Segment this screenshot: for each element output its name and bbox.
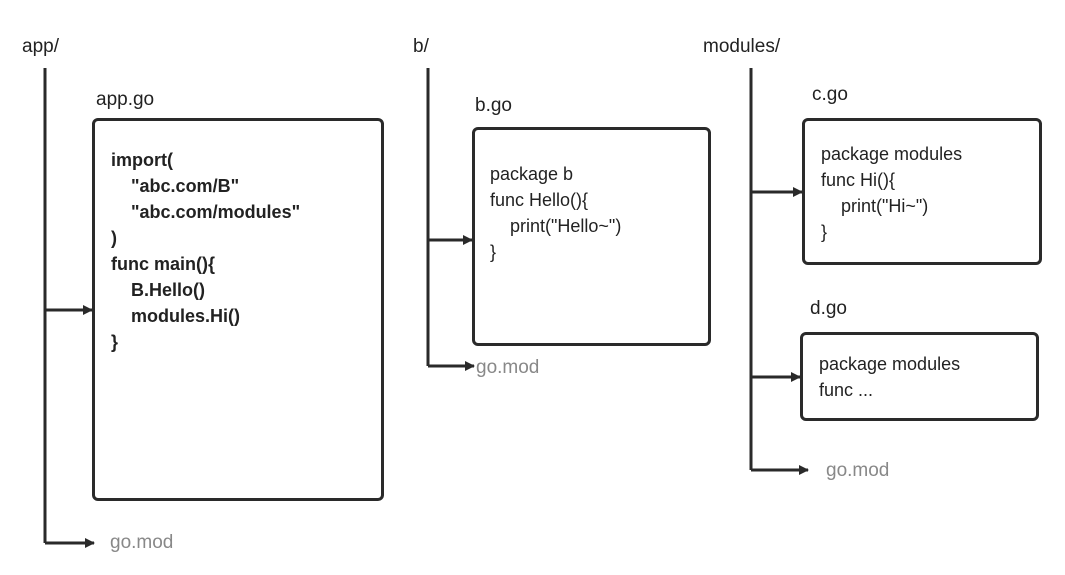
- file-box-d-go: package modules func ...: [800, 332, 1039, 421]
- file-label-modules-gomod: go.mod: [826, 460, 890, 481]
- code-line: print("Hi~"): [821, 196, 929, 216]
- file-box-app-go: import( "abc.com/B" "abc.com/modules") fu…: [92, 118, 384, 501]
- folder-label-b: b/: [413, 36, 429, 57]
- code-line: print("Hello~"): [490, 216, 622, 236]
- code-line: ): [111, 228, 117, 248]
- code-block-b-go: package b func Hello(){ print("Hello~")}: [490, 161, 621, 265]
- file-label-c-go: c.go: [812, 84, 848, 105]
- code-line: }: [111, 332, 119, 352]
- folder-label-modules: modules/: [703, 36, 781, 57]
- code-block-c-go: package modules func Hi(){ print("Hi~")}: [821, 141, 962, 245]
- folder-label-app: app/: [22, 36, 59, 57]
- code-line: func Hi(){: [821, 170, 896, 190]
- file-label-b-gomod: go.mod: [476, 357, 540, 378]
- file-label-d-go: d.go: [810, 298, 847, 319]
- code-block-app-go: import( "abc.com/B" "abc.com/modules") fu…: [111, 147, 300, 355]
- file-box-b-go: package b func Hello(){ print("Hello~")}: [472, 127, 711, 346]
- code-line: }: [821, 222, 828, 242]
- code-line: "abc.com/B": [111, 176, 240, 196]
- file-box-c-go: package modules func Hi(){ print("Hi~")}: [802, 118, 1042, 265]
- code-line: }: [490, 242, 497, 262]
- code-line: modules.Hi(): [111, 306, 241, 326]
- file-label-b-go: b.go: [475, 95, 512, 116]
- code-line: package modules: [821, 144, 963, 164]
- code-line: import(: [111, 150, 173, 170]
- code-line: package modules: [819, 354, 961, 374]
- file-label-app-go: app.go: [96, 89, 155, 110]
- code-line: "abc.com/modules": [111, 202, 301, 222]
- code-line: func Hello(){: [490, 190, 589, 210]
- code-line: func main(){: [111, 254, 216, 274]
- code-line: B.Hello(): [111, 280, 205, 300]
- code-block-d-go: package modules func ...: [819, 351, 960, 403]
- code-line: package b: [490, 164, 574, 184]
- file-label-app-gomod: go.mod: [110, 532, 174, 553]
- code-line: func ...: [819, 380, 874, 400]
